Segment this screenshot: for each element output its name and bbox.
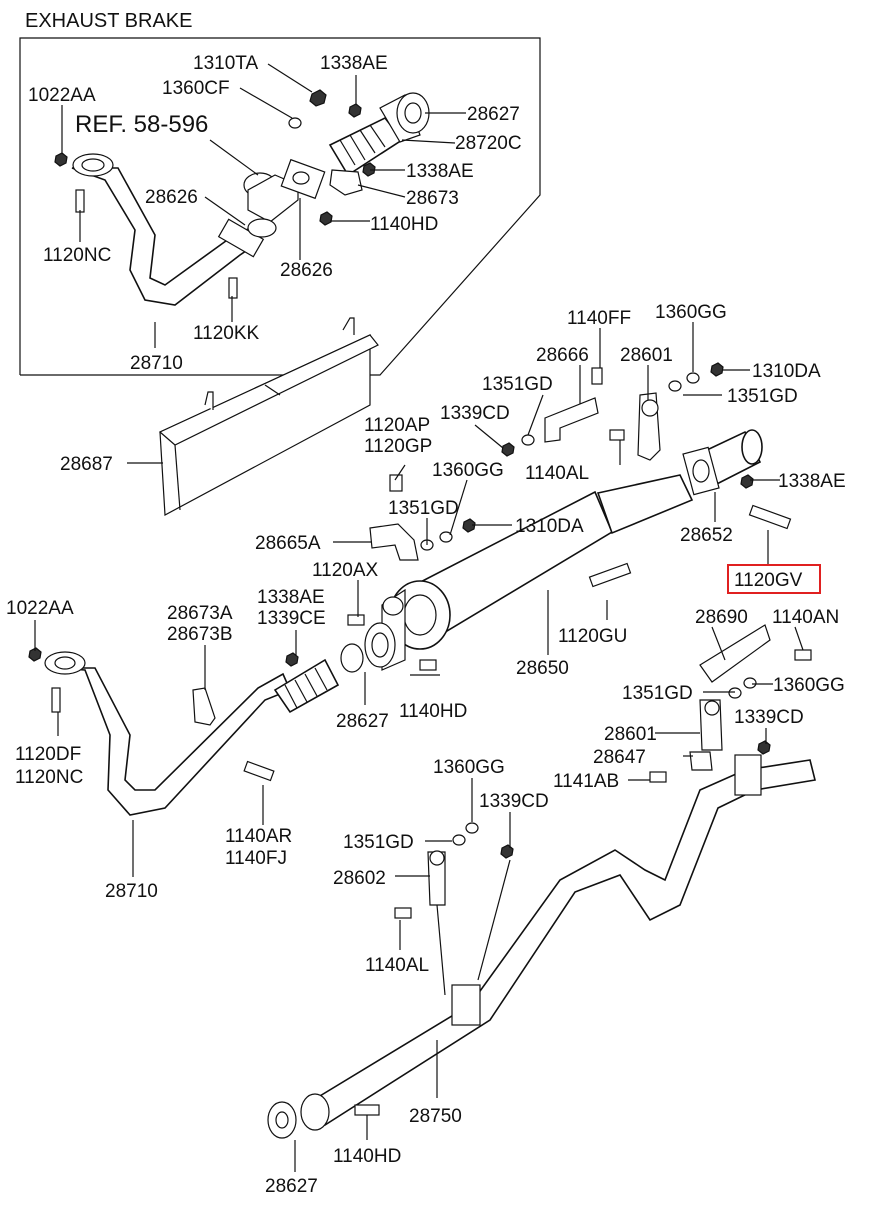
callout-1140HD[interactable]: 1140HD — [370, 214, 438, 235]
callout-28601[interactable]: 28601 — [604, 724, 657, 745]
muffler-outlet — [682, 429, 763, 496]
callout-1338AE[interactable]: 1338AE — [320, 53, 388, 74]
callout-1140AN[interactable]: 1140AN — [772, 607, 839, 628]
callout-28666[interactable]: 28666 — [536, 345, 589, 366]
callout-1120GV[interactable]: 1120GV — [734, 570, 803, 591]
callout-28627[interactable]: 28627 — [265, 1176, 318, 1197]
muffler-hangers — [369, 392, 771, 683]
callout-1140HD[interactable]: 1140HD — [333, 1146, 401, 1167]
flex-pipe-inset — [54, 92, 430, 299]
callout-1360GG[interactable]: 1360GG — [773, 675, 845, 696]
callout-1310DA[interactable]: 1310DA — [515, 516, 584, 537]
callout-1140FF[interactable]: 1140FF — [567, 308, 631, 329]
main-muffler — [364, 474, 694, 671]
callout-1120AP[interactable]: 1120AP — [364, 415, 430, 436]
callout-1022AA[interactable]: 1022AA — [6, 598, 74, 619]
callout-1022AA[interactable]: 1022AA — [28, 85, 96, 106]
callout-1140FJ[interactable]: 1140FJ — [225, 848, 287, 869]
callout-1339CD[interactable]: 1339CD — [479, 791, 549, 812]
callout-28665A[interactable]: 28665A — [255, 533, 321, 554]
callout-1120DF[interactable]: 1120DF — [15, 744, 81, 765]
callout-1120NC[interactable]: 1120NC — [43, 245, 111, 266]
callout-1338AE[interactable]: 1338AE — [406, 161, 474, 182]
callout-28710[interactable]: 28710 — [130, 353, 183, 374]
front-pipe — [28, 643, 364, 816]
callout-1140HD[interactable]: 1140HD — [399, 701, 467, 722]
callout-28602[interactable]: 28602 — [333, 868, 386, 889]
callout-1140AL[interactable]: 1140AL — [365, 955, 429, 976]
callout-28687[interactable]: 28687 — [60, 454, 113, 475]
callout-1351GD[interactable]: 1351GD — [622, 683, 693, 704]
callout-1140AL[interactable]: 1140AL — [525, 463, 589, 484]
callout-28627[interactable]: 28627 — [336, 711, 389, 732]
callout-1339CD[interactable]: 1339CD — [734, 707, 804, 728]
callout-1310DA[interactable]: 1310DA — [752, 361, 821, 382]
tail-pipe — [267, 699, 816, 1139]
callout-28673A[interactable]: 28673A — [167, 603, 233, 624]
callout-1338AE[interactable]: 1338AE — [257, 587, 325, 608]
front-pipe-inset — [71, 153, 265, 306]
highlight-box-1120GV — [727, 564, 821, 594]
ref-label: REF. 58-596 — [75, 111, 208, 138]
callout-1120KK[interactable]: 1120KK — [193, 323, 260, 344]
callout-1120AX[interactable]: 1120AX — [312, 560, 379, 581]
callout-28673[interactable]: 28673 — [406, 188, 459, 209]
callout-28626[interactable]: 28626 — [280, 260, 333, 281]
exhaust-brake-title: EXHAUST BRAKE — [25, 10, 192, 32]
callout-28750[interactable]: 28750 — [409, 1106, 462, 1127]
callout-1351GD[interactable]: 1351GD — [388, 498, 459, 519]
callout-28652[interactable]: 28652 — [680, 525, 733, 546]
leader-lines — [34, 63, 804, 1172]
callout-1351GD[interactable]: 1351GD — [343, 832, 414, 853]
callout-1351GD[interactable]: 1351GD — [727, 386, 798, 407]
callout-28690[interactable]: 28690 — [695, 607, 748, 628]
callout-28601[interactable]: 28601 — [620, 345, 673, 366]
callout-28673B[interactable]: 28673B — [167, 624, 233, 645]
callout-1360GG[interactable]: 1360GG — [655, 302, 727, 323]
callout-1360GG[interactable]: 1360GG — [433, 757, 505, 778]
callout-28720C[interactable]: 28720C — [455, 133, 522, 154]
callout-28626[interactable]: 28626 — [145, 187, 198, 208]
callout-1351GD[interactable]: 1351GD — [482, 374, 553, 395]
callout-1120NC[interactable]: 1120NC — [15, 767, 83, 788]
exhaust-brake-valve — [243, 89, 327, 238]
heat-shield — [158, 317, 379, 516]
callout-1339CE[interactable]: 1339CE — [257, 608, 326, 629]
callout-28710[interactable]: 28710 — [105, 881, 158, 902]
callout-labels: 1310TA 1338AE 1360CF 1022AA 28627 28720C… — [6, 53, 846, 1197]
callout-1360GG[interactable]: 1360GG — [432, 460, 504, 481]
callout-28627[interactable]: 28627 — [467, 104, 520, 125]
callout-1141AB[interactable]: 1141AB — [553, 771, 619, 792]
callout-1360CF[interactable]: 1360CF — [162, 78, 230, 99]
callout-1339CD[interactable]: 1339CD — [440, 403, 510, 424]
callout-1140AR[interactable]: 1140AR — [225, 826, 292, 847]
callout-1120GU[interactable]: 1120GU — [558, 626, 627, 647]
callout-28650[interactable]: 28650 — [516, 658, 569, 679]
callout-1338AE[interactable]: 1338AE — [778, 471, 846, 492]
callout-28647[interactable]: 28647 — [593, 747, 646, 768]
callout-1310TA[interactable]: 1310TA — [193, 53, 258, 74]
callout-1120GP[interactable]: 1120GP — [364, 436, 432, 457]
